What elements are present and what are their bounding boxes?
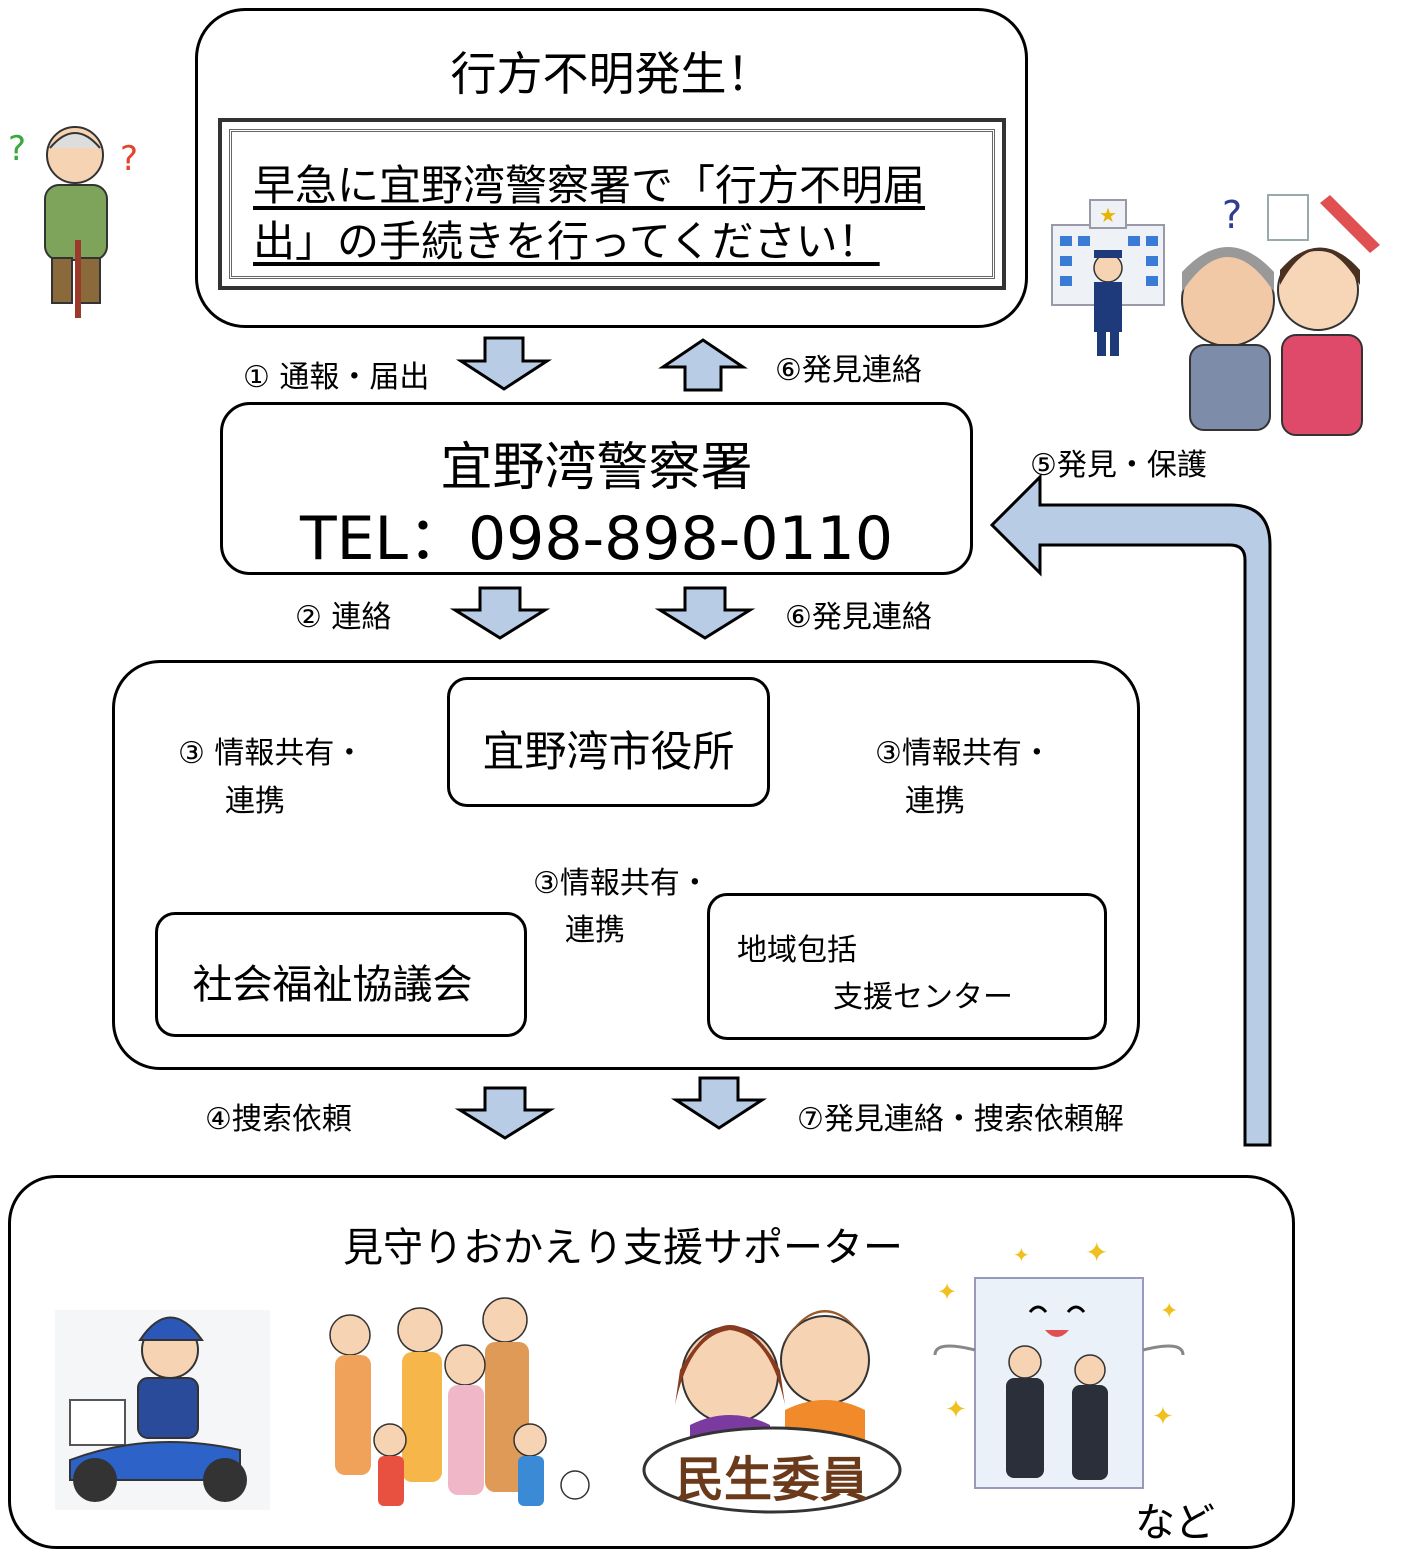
notice-line-1: 早急に宜野湾警察署で「行方不明届 (253, 161, 926, 210)
svg-text:✦: ✦ (1152, 1402, 1174, 1432)
police-station-name: 宜野湾警察署 (440, 438, 753, 498)
support-center-line-1: 地域包括 (737, 933, 857, 968)
share-mid-line-2: 連携 (565, 913, 625, 948)
label-report: ① 通報・届出 (243, 360, 430, 395)
arrow-down-found-contact (654, 586, 756, 640)
city-hall-box (447, 677, 770, 807)
arrow-down-found-cancel (670, 1076, 768, 1130)
share-right-line-1: ③情報共有・ (875, 736, 1052, 771)
label-found-cancel: ⑦発見連絡・捜索依頼解 (797, 1102, 1124, 1137)
arrow-up-found-contact (658, 338, 748, 392)
confused-elderly-man-icon: ? ? (8, 126, 138, 318)
caregiver-with-elderly-icon: ? (1181, 193, 1380, 436)
svg-text:✦: ✦ (1085, 1236, 1108, 1269)
notice-frame (218, 118, 1006, 290)
svg-text:✦: ✦ (1013, 1243, 1030, 1267)
supporters-title: 見守りおかえり支援サポーター (343, 1225, 903, 1271)
support-center-line-2: 支援センター (833, 980, 1013, 1015)
arrow-down-report (455, 336, 553, 391)
arrow-return-found-protect (989, 473, 1272, 1147)
share-left-line-1: ③ 情報共有・ (178, 736, 365, 771)
label-found-contact-mid: ⑥発見連絡 (785, 600, 932, 635)
svg-text:?: ? (8, 129, 26, 169)
supporters-box (8, 1175, 1295, 1549)
welfare-commissioner-couple-icon (642, 1310, 902, 1514)
social-welfare-label: 社会福祉協議会 (192, 962, 473, 1008)
family-group-icon (329, 1297, 590, 1506)
police-station-tel: TEL：098-898-0110 (299, 504, 894, 574)
missing-person-title: 行方不明発生！ (450, 47, 773, 101)
svg-text:✦: ✦ (937, 1278, 957, 1306)
etc-label: など (1135, 1500, 1215, 1546)
label-found-protect: ⑤発見・保護 (1030, 448, 1207, 483)
social-welfare-box (155, 912, 527, 1037)
share-left-line-2: 連携 (225, 784, 285, 819)
police-station-box (220, 402, 973, 575)
label-found-contact-top: ⑥発見連絡 (775, 353, 922, 388)
svg-text:?: ? (1222, 193, 1242, 237)
svg-text:✦: ✦ (945, 1395, 967, 1425)
svg-text:★: ★ (1099, 203, 1117, 227)
police-station-icon: ★ (1051, 199, 1165, 356)
city-hall-label: 宜野湾市役所 (482, 727, 735, 776)
arrow-down-contact (449, 586, 551, 640)
share-right-line-2: 連携 (905, 784, 965, 819)
notice-line-2: 出」の手続きを行ってください！ (253, 217, 880, 266)
support-center-box (707, 893, 1107, 1040)
svg-text:✦: ✦ (1160, 1299, 1178, 1324)
company-building-icon: ✦ ✦ ✦ ✦ ✦ ✦ (933, 1236, 1185, 1489)
label-search-request: ④捜索依頼 (205, 1102, 352, 1137)
label-contact: ② 連絡 (295, 600, 392, 635)
arrow-down-search-request (454, 1086, 556, 1140)
delivery-scooter-icon (55, 1310, 270, 1510)
share-mid-line-1: ③情報共有・ (533, 866, 710, 901)
svg-text:?: ? (120, 139, 138, 179)
welfare-commissioner-badge: 民生委員 (675, 1452, 868, 1508)
